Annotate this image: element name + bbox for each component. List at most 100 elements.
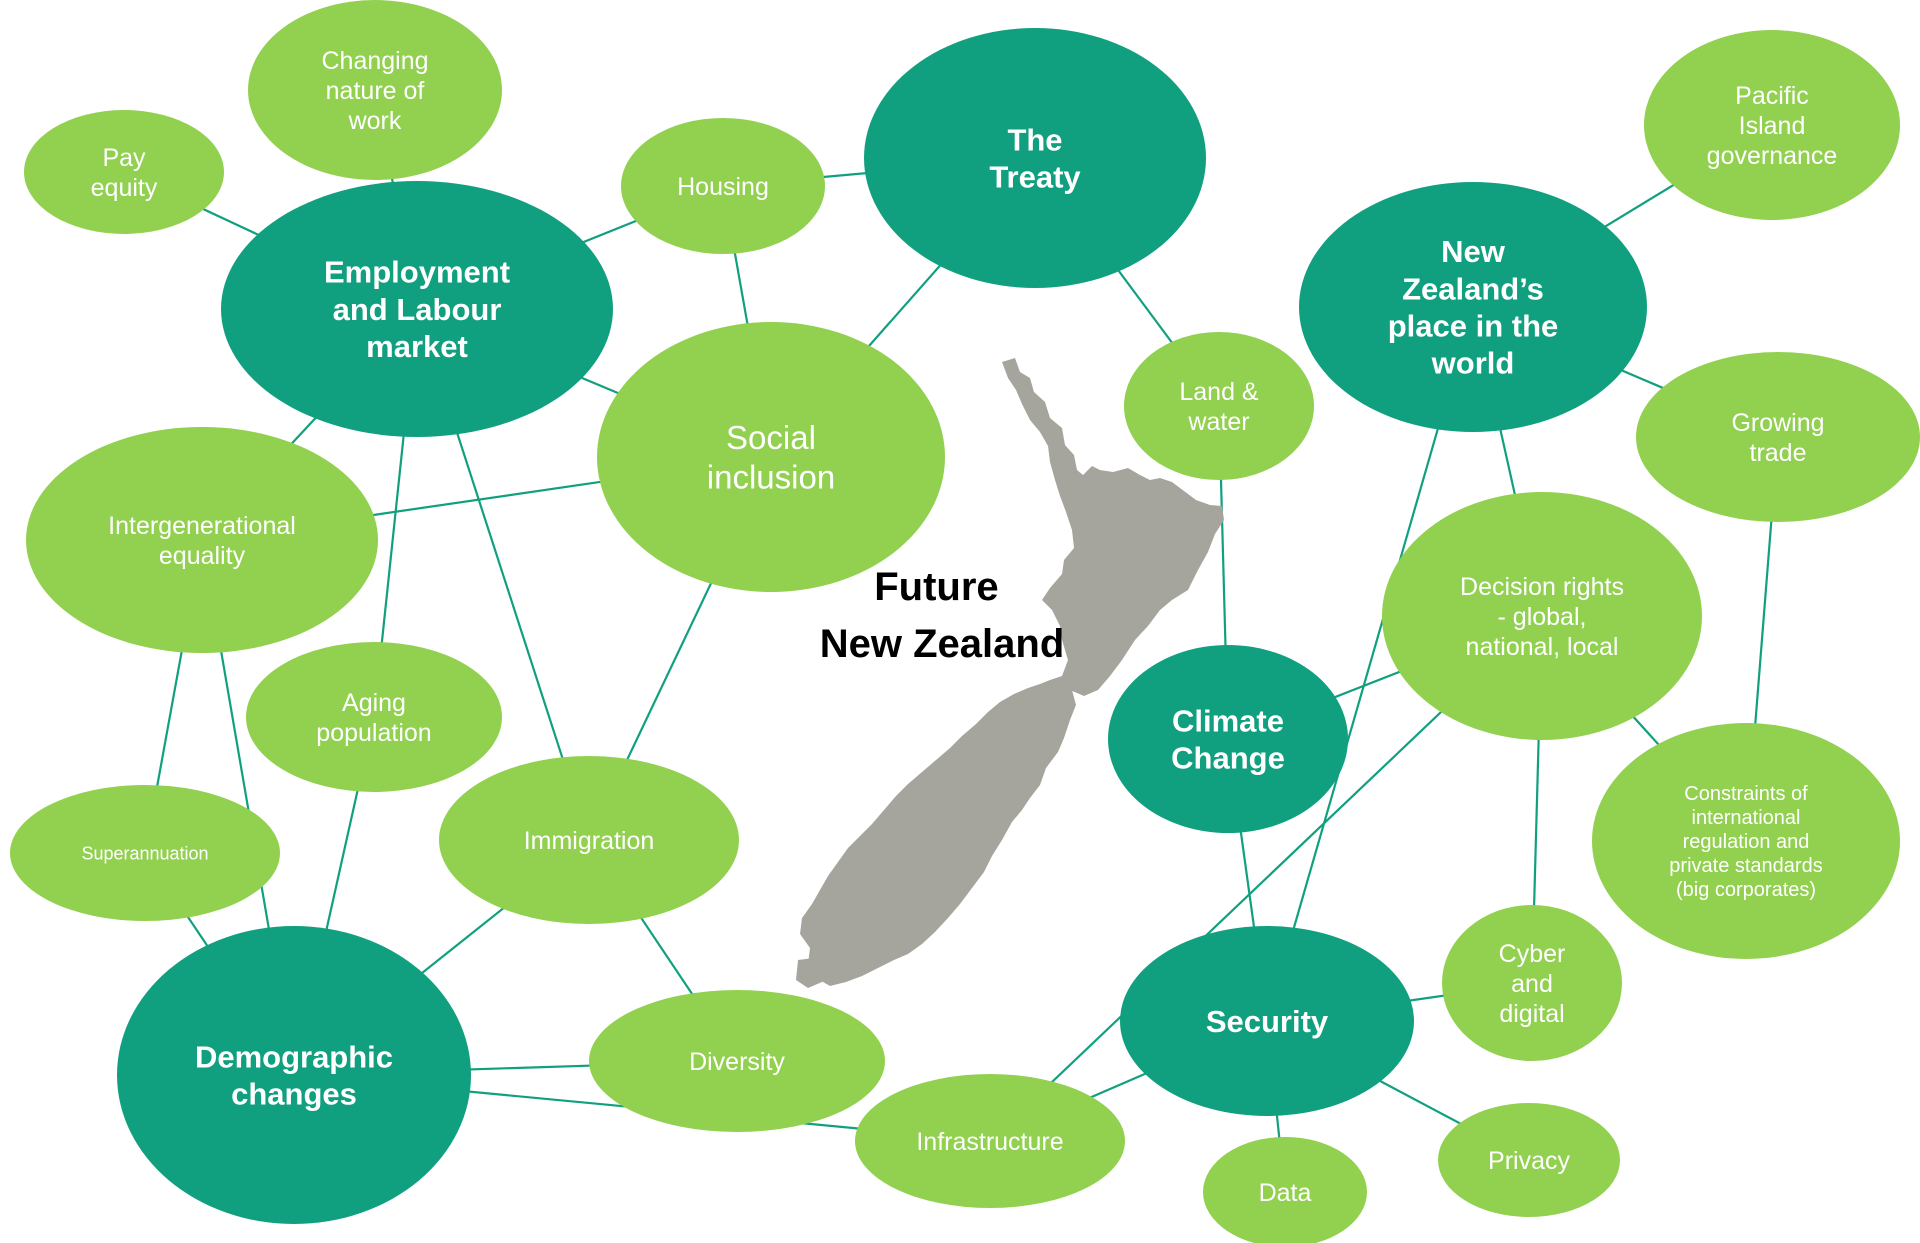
node-pacific-label-line: governance bbox=[1707, 142, 1838, 170]
node-pay-equity-label-line: Pay bbox=[102, 144, 146, 172]
node-land-water-shape bbox=[1124, 332, 1314, 480]
node-constraints-shape bbox=[1592, 723, 1900, 959]
node-superann-label-line: Superannuation bbox=[81, 843, 208, 863]
node-security: Security bbox=[1120, 926, 1414, 1116]
node-constraints-label-line: private standards bbox=[1669, 855, 1822, 877]
node-data-label: Data bbox=[1259, 1179, 1312, 1207]
south-island-shape bbox=[800, 676, 1076, 986]
node-social-shape bbox=[597, 322, 945, 592]
node-changing-work-label-line: nature of bbox=[326, 77, 425, 105]
node-pacific-shape bbox=[1644, 30, 1900, 220]
node-employment-label-line: Employment bbox=[324, 255, 510, 290]
node-land-water-label: Land &water bbox=[1179, 378, 1259, 436]
north-island-shape bbox=[1002, 358, 1224, 696]
node-aging-label-line: Aging bbox=[342, 689, 406, 717]
node-growing-trade-label-line: trade bbox=[1750, 439, 1807, 467]
node-immigration-shape bbox=[439, 756, 739, 924]
node-superann-label: Superannuation bbox=[81, 843, 208, 863]
node-cyber-label-line: Cyber bbox=[1499, 940, 1566, 968]
node-decision-label: Decision rights- global,national, local bbox=[1460, 573, 1624, 661]
node-privacy-label: Privacy bbox=[1488, 1147, 1570, 1175]
node-social-label-line: Social bbox=[726, 419, 816, 456]
node-pay-equity-label-line: equity bbox=[91, 174, 158, 202]
node-nz-place-label-line: place in the bbox=[1388, 308, 1559, 343]
node-social-label-line: inclusion bbox=[707, 458, 835, 495]
node-constraints-label-line: international bbox=[1692, 807, 1801, 829]
node-constraints-label-line: Constraints of bbox=[1684, 783, 1808, 805]
node-security-label: Security bbox=[1206, 1004, 1329, 1039]
node-immigration-label-line: Immigration bbox=[524, 827, 655, 855]
node-security-shape bbox=[1120, 926, 1414, 1116]
node-diversity: Diversity bbox=[589, 990, 885, 1132]
node-infrastructure-shape bbox=[855, 1074, 1125, 1208]
node-constraints-label-line: regulation and bbox=[1683, 831, 1810, 853]
node-infrastructure: Infrastructure bbox=[855, 1074, 1125, 1208]
node-land-water: Land &water bbox=[1124, 332, 1314, 480]
node-land-water-label-line: Land & bbox=[1179, 378, 1259, 406]
node-intergen-label-line: Intergenerational bbox=[108, 512, 296, 540]
node-nz-place-label-line: Zealand’s bbox=[1402, 271, 1544, 306]
node-climate-label-line: Change bbox=[1171, 740, 1285, 775]
node-aging-label-line: population bbox=[316, 719, 431, 747]
node-diversity-shape bbox=[589, 990, 885, 1132]
node-cyber-label-line: and bbox=[1511, 970, 1553, 998]
node-intergen-shape bbox=[26, 427, 378, 653]
node-employment-shape bbox=[221, 181, 613, 437]
node-pacific-label-line: Pacific bbox=[1735, 82, 1809, 110]
node-treaty-shape bbox=[864, 28, 1206, 288]
node-data: Data bbox=[1203, 1137, 1367, 1243]
node-privacy-shape bbox=[1438, 1103, 1620, 1217]
node-climate-shape bbox=[1108, 645, 1348, 833]
node-superann: Superannuation bbox=[10, 785, 280, 921]
node-security-label-line: Security bbox=[1206, 1004, 1329, 1039]
node-nz-place-shape bbox=[1299, 182, 1647, 432]
node-pay-equity-shape bbox=[24, 110, 224, 234]
node-diversity-label: Diversity bbox=[689, 1048, 785, 1076]
node-aging-shape bbox=[246, 642, 502, 792]
node-housing-label: Housing bbox=[677, 173, 769, 201]
node-decision-label-line: national, local bbox=[1466, 633, 1619, 661]
node-decision-label-line: Decision rights bbox=[1460, 573, 1624, 601]
node-nz-place-label-line: New bbox=[1441, 234, 1506, 269]
node-decision-label-line: - global, bbox=[1498, 603, 1587, 631]
node-cyber-shape bbox=[1442, 905, 1622, 1061]
node-treaty-label-line: Treaty bbox=[989, 159, 1081, 194]
node-housing-shape bbox=[621, 118, 825, 254]
node-intergen-label-line: equality bbox=[159, 542, 246, 570]
node-treaty-label-line: The bbox=[1007, 122, 1062, 157]
center-title-line-1: Future bbox=[874, 565, 998, 609]
node-cyber-label-line: digital bbox=[1499, 1000, 1564, 1028]
node-land-water-label-line: water bbox=[1187, 408, 1249, 436]
center-title: Future New Zealand bbox=[820, 565, 1065, 666]
node-privacy-label-line: Privacy bbox=[1488, 1147, 1570, 1175]
node-privacy: Privacy bbox=[1438, 1103, 1620, 1217]
node-changing-work-label-line: work bbox=[348, 107, 402, 135]
node-data-label-line: Data bbox=[1259, 1179, 1312, 1207]
node-constraints-label-line: (big corporates) bbox=[1676, 879, 1816, 901]
nz-map bbox=[796, 358, 1224, 988]
node-data-shape bbox=[1203, 1137, 1367, 1243]
